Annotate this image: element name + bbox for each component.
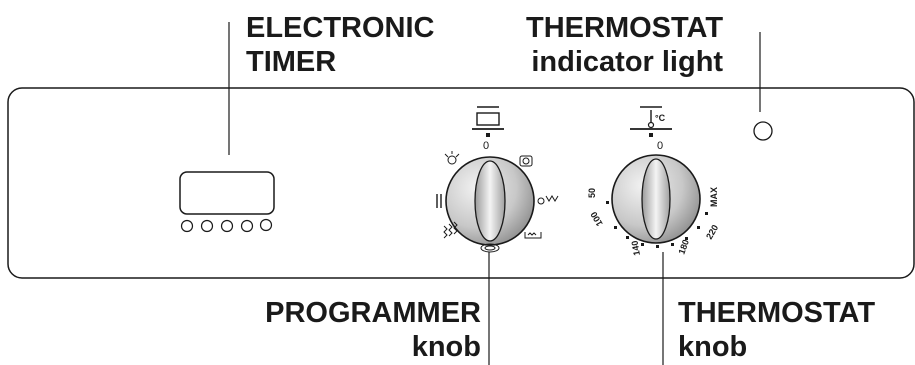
thermostat-knob[interactable] (611, 154, 701, 244)
thermostat-indicator-light-label-line2: indicator light (531, 46, 724, 78)
scale-label-50: 50 (587, 188, 597, 198)
programmer-knob-label-line1: PROGRAMMER (265, 297, 481, 329)
thermostat-zero-label: 0 (657, 140, 663, 152)
scale-label-180: 180 (676, 238, 691, 256)
programmer-knob-label: PROGRAMMER knob (265, 296, 481, 364)
timer-button-3[interactable] (220, 219, 234, 233)
unit-symbol: °C (655, 113, 666, 123)
fan-grill-icon (537, 195, 559, 205)
scale-label-140: 140 (630, 240, 642, 257)
fan-icon (480, 243, 500, 253)
scale-label-max: MAX (709, 187, 719, 207)
grill-icon (443, 221, 458, 239)
defrost-icon (519, 155, 533, 167)
electronic-timer-label-line1: ELECTRONIC (246, 12, 435, 44)
timer-button-2[interactable] (200, 219, 214, 233)
electronic-timer (179, 171, 275, 233)
programmer-knob-label-line2: knob (411, 331, 481, 363)
thermostat-knob-label-line2: knob (678, 331, 748, 363)
thermostat-indicator-light-label-line1: THERMOSTAT (526, 12, 724, 44)
bottom-heat-icon (524, 232, 542, 239)
thermostat-indicator-light (753, 121, 773, 141)
timer-button-5[interactable] (259, 218, 273, 232)
timer-display (179, 171, 275, 215)
scale-label-100: 100 (589, 210, 605, 228)
electronic-timer-label: ELECTRONIC TIMER (246, 11, 435, 79)
programmer-oven-icon (472, 106, 504, 137)
programmer-knob[interactable] (445, 156, 535, 246)
panel-outline (7, 87, 915, 279)
scale-label-220: 220 (704, 223, 720, 241)
electronic-timer-label-line2: TIMER (246, 46, 337, 78)
thermostat-indicator-light-label: THERMOSTAT indicator light (526, 11, 723, 79)
thermostat-knob-label-line1: THERMOSTAT (678, 297, 876, 329)
lamp-icon (444, 151, 460, 165)
thermometer-icon (630, 106, 672, 137)
programmer-zero-label: 0 (483, 140, 489, 152)
timer-button-4[interactable] (240, 219, 254, 233)
timer-button-1[interactable] (180, 219, 194, 233)
thermostat-scale-ticks (606, 201, 708, 248)
thermostat-knob-label: THERMOSTAT knob (678, 296, 875, 364)
top-bottom-heat-icon (436, 194, 442, 208)
